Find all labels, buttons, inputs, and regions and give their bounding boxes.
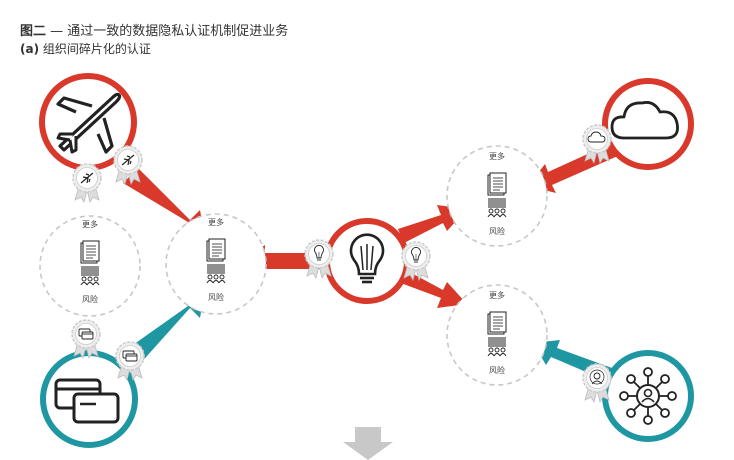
figure-subtitle: (a) 组织间碎片化的认证: [20, 40, 151, 57]
ribbon-badge-icon: [401, 241, 431, 281]
doc-group-bottom-right: 更多 风险: [446, 284, 548, 386]
lightbulb-icon: [349, 233, 385, 284]
doc-risk-label: 风险: [489, 365, 505, 375]
down-arrow-icon: [343, 427, 393, 460]
network-people-icon: [619, 367, 677, 425]
doc-more-label: 更多: [208, 217, 224, 227]
figure-label: 图二: [20, 24, 47, 39]
doc-group-top-right: 更多 风险: [446, 145, 548, 247]
doc-group-left: 更多 风险: [39, 215, 141, 317]
figure-title: 图二 — 通过一致的数据隐私认证机制促进业务: [20, 20, 288, 39]
node-cloud: [602, 78, 694, 170]
figure-title-text: — 通过一致的数据隐私认证机制促进业务: [46, 24, 289, 39]
node-airline: [39, 73, 137, 171]
doc-risk-label: 风险: [489, 226, 505, 236]
node-payment: [40, 350, 138, 448]
ribbon-badge-icon: [72, 163, 102, 203]
doc-group-hub: 更多 风险: [165, 213, 267, 315]
airplane-icon: [56, 92, 122, 154]
ribbon-badge-icon: [582, 124, 612, 164]
subfigure-label: (a): [20, 42, 40, 56]
credit-card-icon: [54, 378, 120, 424]
doc-risk-label: 风险: [82, 294, 98, 304]
node-innovation: [324, 218, 410, 304]
arrow-card-to-hub: [123, 291, 205, 366]
arrow-cloud-to-docs: [528, 142, 620, 193]
arrow-plane-to-hub: [123, 168, 205, 237]
ribbon-badge-icon: [582, 363, 612, 403]
doc-more-label: 更多: [489, 290, 505, 300]
subfigure-title-text: 组织间碎片化的认证: [39, 42, 151, 56]
arrow-bulb-to-network-docs: [398, 269, 467, 308]
cloud-icon: [610, 101, 679, 140]
doc-more-label: 更多: [82, 219, 98, 229]
ribbon-badge-icon: [304, 239, 334, 279]
doc-more-label: 更多: [489, 151, 505, 161]
doc-risk-label: 风险: [208, 292, 224, 302]
node-network: [602, 350, 694, 442]
